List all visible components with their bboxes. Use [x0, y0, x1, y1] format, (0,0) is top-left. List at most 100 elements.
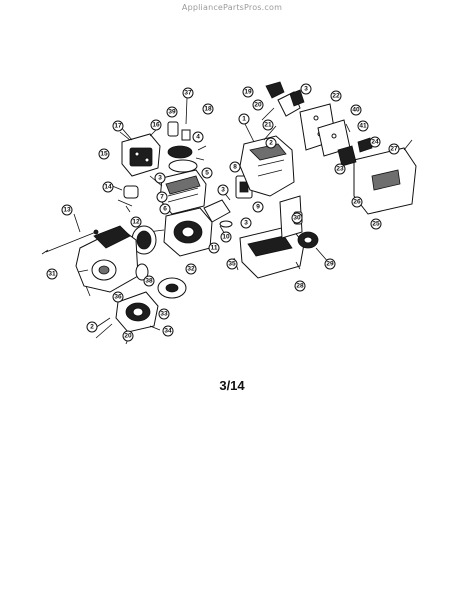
svg-text:21: 21: [264, 122, 272, 129]
callout-20: 20: [252, 99, 264, 111]
svg-text:10: 10: [222, 234, 230, 241]
svg-text:5: 5: [205, 170, 209, 177]
callout-23: 23: [334, 163, 346, 175]
svg-text:7: 7: [160, 194, 164, 201]
callout-2: 2: [265, 137, 277, 149]
callout-41: 41: [357, 120, 369, 132]
callout-39: 39: [166, 106, 178, 118]
callout-30: 30: [291, 212, 303, 224]
svg-text:34: 34: [164, 328, 172, 335]
callout-38: 38: [143, 275, 155, 287]
part-engine-housing: [239, 125, 295, 197]
svg-text:16: 16: [152, 122, 160, 129]
svg-text:35: 35: [228, 261, 236, 268]
callout-35: 35: [226, 258, 238, 270]
callout-32: 32: [185, 263, 197, 275]
callout-37: 37: [182, 87, 194, 99]
svg-text:12: 12: [132, 219, 140, 226]
part-throttle-trigger: [261, 81, 305, 121]
svg-text:39: 39: [168, 109, 176, 116]
svg-text:19: 19: [244, 89, 252, 96]
callout-33: 33: [158, 308, 170, 320]
svg-text:18: 18: [204, 106, 212, 113]
svg-text:33: 33: [160, 311, 168, 318]
svg-text:14: 14: [104, 184, 112, 191]
svg-text:31: 31: [48, 271, 56, 278]
callout-29: 29: [324, 258, 336, 270]
svg-text:1: 1: [242, 116, 246, 123]
callout-18: 18: [202, 103, 214, 115]
callout-20b: 20: [122, 330, 134, 342]
callout-8: 8: [229, 161, 241, 173]
svg-text:41: 41: [359, 123, 367, 130]
watermark: AppliancePartsPros.com: [181, 3, 283, 12]
part-rewind-spring: [135, 263, 149, 281]
callout-28: 28: [294, 280, 306, 292]
callout-31: 31: [46, 268, 58, 280]
svg-text:13: 13: [63, 207, 71, 214]
svg-text:2: 2: [90, 324, 94, 331]
callout-13: 13: [61, 204, 73, 216]
part-carburetor: [167, 121, 207, 173]
svg-text:2: 2: [269, 140, 273, 147]
svg-text:36: 36: [114, 294, 122, 301]
page-number-label: 3/14: [219, 378, 245, 393]
svg-text:3: 3: [221, 187, 225, 194]
svg-text:3: 3: [158, 175, 162, 182]
svg-text:24: 24: [371, 139, 379, 146]
callout-21: 21: [262, 119, 274, 131]
svg-text:22: 22: [332, 93, 340, 100]
callout-12: 12: [130, 216, 142, 228]
callout-19: 19: [242, 86, 254, 98]
svg-text:9: 9: [256, 204, 260, 211]
callout-27: 27: [388, 143, 400, 155]
svg-text:37: 37: [184, 90, 192, 97]
svg-text:20: 20: [124, 333, 132, 340]
callout-4: 4: [192, 131, 204, 143]
svg-text:3: 3: [304, 86, 308, 93]
callout-26: 26: [351, 196, 363, 208]
svg-text:40: 40: [352, 107, 360, 114]
part-crankcase: [147, 207, 213, 257]
part-air-filter-cover: [121, 133, 161, 177]
svg-text:27: 27: [390, 146, 398, 153]
svg-text:11: 11: [211, 245, 218, 252]
callout-3d: 3: [240, 217, 252, 229]
callout-3c: 3: [217, 184, 229, 196]
svg-text:6: 6: [163, 206, 167, 213]
part-drive-shaft: [41, 229, 99, 255]
svg-text:17: 17: [114, 123, 122, 130]
callout-40: 40: [350, 104, 362, 116]
svg-text:20: 20: [254, 102, 262, 109]
svg-text:25: 25: [372, 221, 380, 228]
callout-2b: 2: [86, 321, 98, 333]
part-pulley: [157, 277, 187, 299]
callout-24: 24: [369, 136, 381, 148]
part-spark-boot: [117, 185, 139, 213]
callout-7: 7: [156, 191, 168, 203]
part-fan-housing: [233, 195, 319, 279]
part-starter-housing: [75, 225, 139, 297]
callout-11: 11: [208, 242, 220, 254]
svg-text:30: 30: [293, 215, 301, 222]
callout-34: 34: [162, 325, 174, 337]
callout-22: 22: [330, 90, 342, 102]
callout-3: 3: [300, 83, 312, 95]
callout-16: 16: [150, 119, 162, 131]
svg-text:28: 28: [296, 283, 304, 290]
callout-25: 25: [370, 218, 382, 230]
callout-36: 36: [112, 291, 124, 303]
svg-text:15: 15: [100, 151, 108, 158]
svg-text:23: 23: [336, 166, 344, 173]
svg-text:3: 3: [244, 220, 248, 227]
part-cylinder: [159, 169, 207, 215]
svg-text:4: 4: [196, 134, 200, 141]
part-shield-plates: [299, 103, 351, 157]
svg-text:29: 29: [326, 261, 334, 268]
callout-15: 15: [98, 148, 110, 160]
svg-text:8: 8: [233, 164, 237, 171]
svg-text:26: 26: [353, 199, 361, 206]
callout-9: 9: [252, 201, 264, 213]
svg-text:32: 32: [187, 266, 195, 273]
